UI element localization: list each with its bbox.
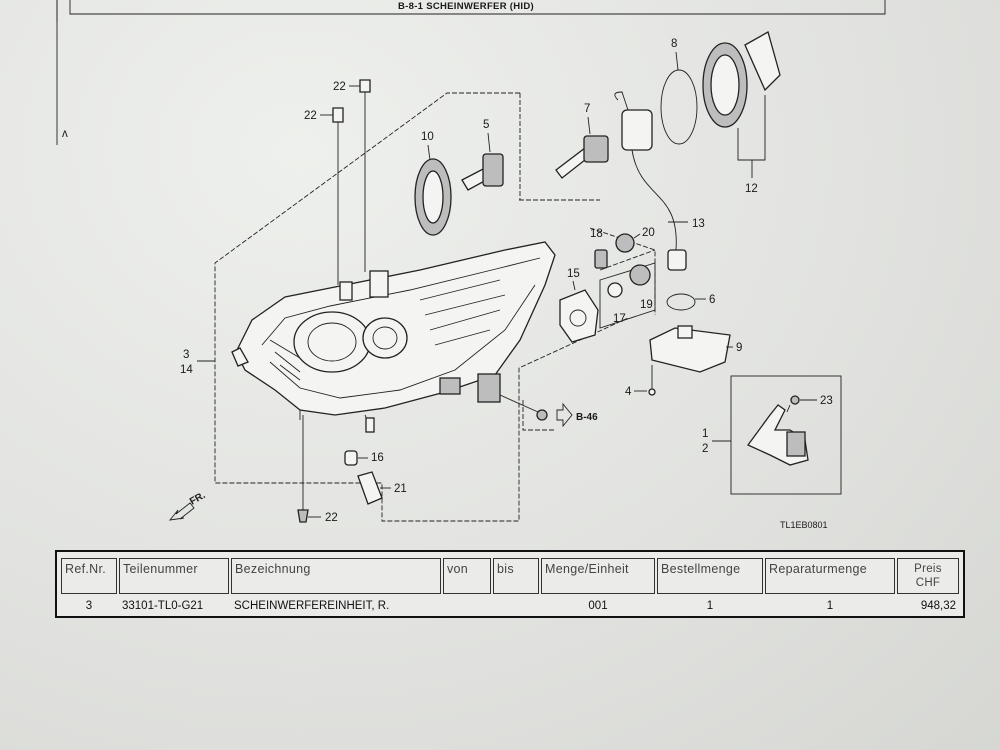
currency-label: CHF	[915, 577, 941, 589]
bulb-group-outline-2	[599, 249, 656, 271]
cell-part-number: 33101-TL0-G21	[122, 600, 204, 612]
parts-table: Ref.Nr. Teilenummer Bezeichnung von bis …	[55, 550, 965, 618]
leader-9	[675, 51, 679, 71]
drawing-code: TL1EB0801	[780, 520, 828, 530]
callout-12: 13	[692, 218, 705, 230]
b46-outline	[522, 400, 555, 431]
bracket-box	[730, 375, 842, 495]
callout-21: 22	[325, 512, 338, 524]
igniter-cable-12-icon	[614, 91, 687, 271]
section-ref-b46: B-46	[576, 412, 598, 423]
cell-description: SCHEINWERFEREINHEIT, R.	[234, 600, 390, 612]
callout-8: 9	[736, 342, 742, 354]
screw-4-icon	[648, 365, 656, 396]
callout-14: 14	[180, 364, 193, 376]
leader-6	[487, 132, 491, 153]
bulb-15-icon	[344, 450, 358, 466]
bolt-21-icon	[297, 415, 309, 523]
callout-4: 4	[625, 386, 632, 398]
cell-order-qty: 1	[706, 600, 714, 612]
screw-23-icon	[786, 395, 800, 413]
callout-7: 7	[584, 103, 590, 115]
cell-from	[443, 597, 491, 615]
col-header-quantity-unit: Menge/Einheit	[541, 558, 655, 594]
col-header-part-number: Teilenummer	[119, 558, 229, 594]
clip-b46-icon	[499, 394, 548, 421]
headlight-assembly-icon	[231, 241, 556, 433]
callout-10: 10	[421, 131, 434, 143]
margin-mark: ʌ	[62, 128, 68, 140]
callout-20: 21	[394, 483, 407, 495]
bolt-22-icon	[332, 79, 371, 285]
col-header-description: Bezeichnung	[231, 558, 441, 594]
ring-9-icon	[660, 69, 698, 145]
col-header-to: bis	[493, 558, 539, 594]
seal-ring-10-icon	[414, 158, 452, 236]
callout-15: 16	[371, 452, 384, 464]
bracket-1-2-icon	[747, 404, 809, 466]
page-title: B-8-1 SCHEINWERFER (HID)	[398, 1, 534, 12]
col-header-ref: Ref.Nr.	[61, 558, 117, 594]
col-header-price: Preis CHF	[897, 558, 959, 594]
callout-3: 3	[183, 349, 189, 361]
callout-22-lower: 22	[304, 110, 317, 122]
cell-quantity-unit: 001	[588, 600, 608, 612]
col-header-repair-qty: Reparaturmenge	[765, 558, 895, 594]
callout-5: 6	[709, 294, 715, 306]
parts-diagram: B-8-1 SCHEINWERFER (HID) ʌ	[56, 0, 886, 530]
ballast-8-icon	[649, 325, 731, 373]
callout-22-upper: 22	[333, 81, 346, 93]
grommet-5-icon	[666, 293, 696, 311]
callout-2: 2	[702, 443, 708, 455]
socket-20-icon	[357, 471, 383, 505]
callout-19: 20	[642, 227, 655, 239]
leader-19	[633, 233, 641, 239]
cover-11-icon	[702, 31, 781, 128]
header-box	[69, 0, 886, 15]
callout-18: 19	[640, 299, 653, 311]
callout-9: 8	[671, 38, 677, 50]
col-header-from: von	[443, 558, 491, 594]
front-direction-label: FR.	[188, 490, 208, 508]
leveling-motor-13-icon	[559, 289, 599, 343]
price-label: Preis	[914, 563, 942, 575]
callout-11: 12	[745, 183, 758, 195]
col-header-order-qty: Bestellmenge	[657, 558, 763, 594]
socket-17-icon	[594, 249, 608, 269]
leader-10	[427, 144, 431, 161]
cell-ref: 3	[85, 600, 93, 612]
hid-bulb-7-icon	[555, 135, 609, 179]
bulb-group-outline	[589, 227, 656, 315]
callout-23: 23	[820, 395, 833, 407]
cell-price: 948,32	[920, 600, 956, 612]
callout-17: 18	[590, 228, 603, 240]
bulb-6-icon	[461, 153, 504, 191]
assembly-outline	[214, 92, 629, 522]
callout-1: 1	[702, 428, 708, 440]
arrow-right-icon	[556, 402, 573, 428]
socket-18-icon	[629, 264, 651, 286]
callout-6: 5	[483, 119, 489, 131]
cell-repair-qty: 1	[826, 600, 834, 612]
leader-13	[572, 280, 576, 291]
socket-19-icon	[615, 233, 635, 253]
leader-7	[587, 116, 591, 135]
bulb-16-icon	[607, 282, 623, 298]
callout-16: 17	[613, 313, 626, 325]
leader-11-bracket	[737, 95, 766, 161]
front-direction-arrow-icon	[168, 502, 195, 521]
cell-to	[493, 597, 539, 615]
callout-13: 15	[567, 268, 580, 280]
